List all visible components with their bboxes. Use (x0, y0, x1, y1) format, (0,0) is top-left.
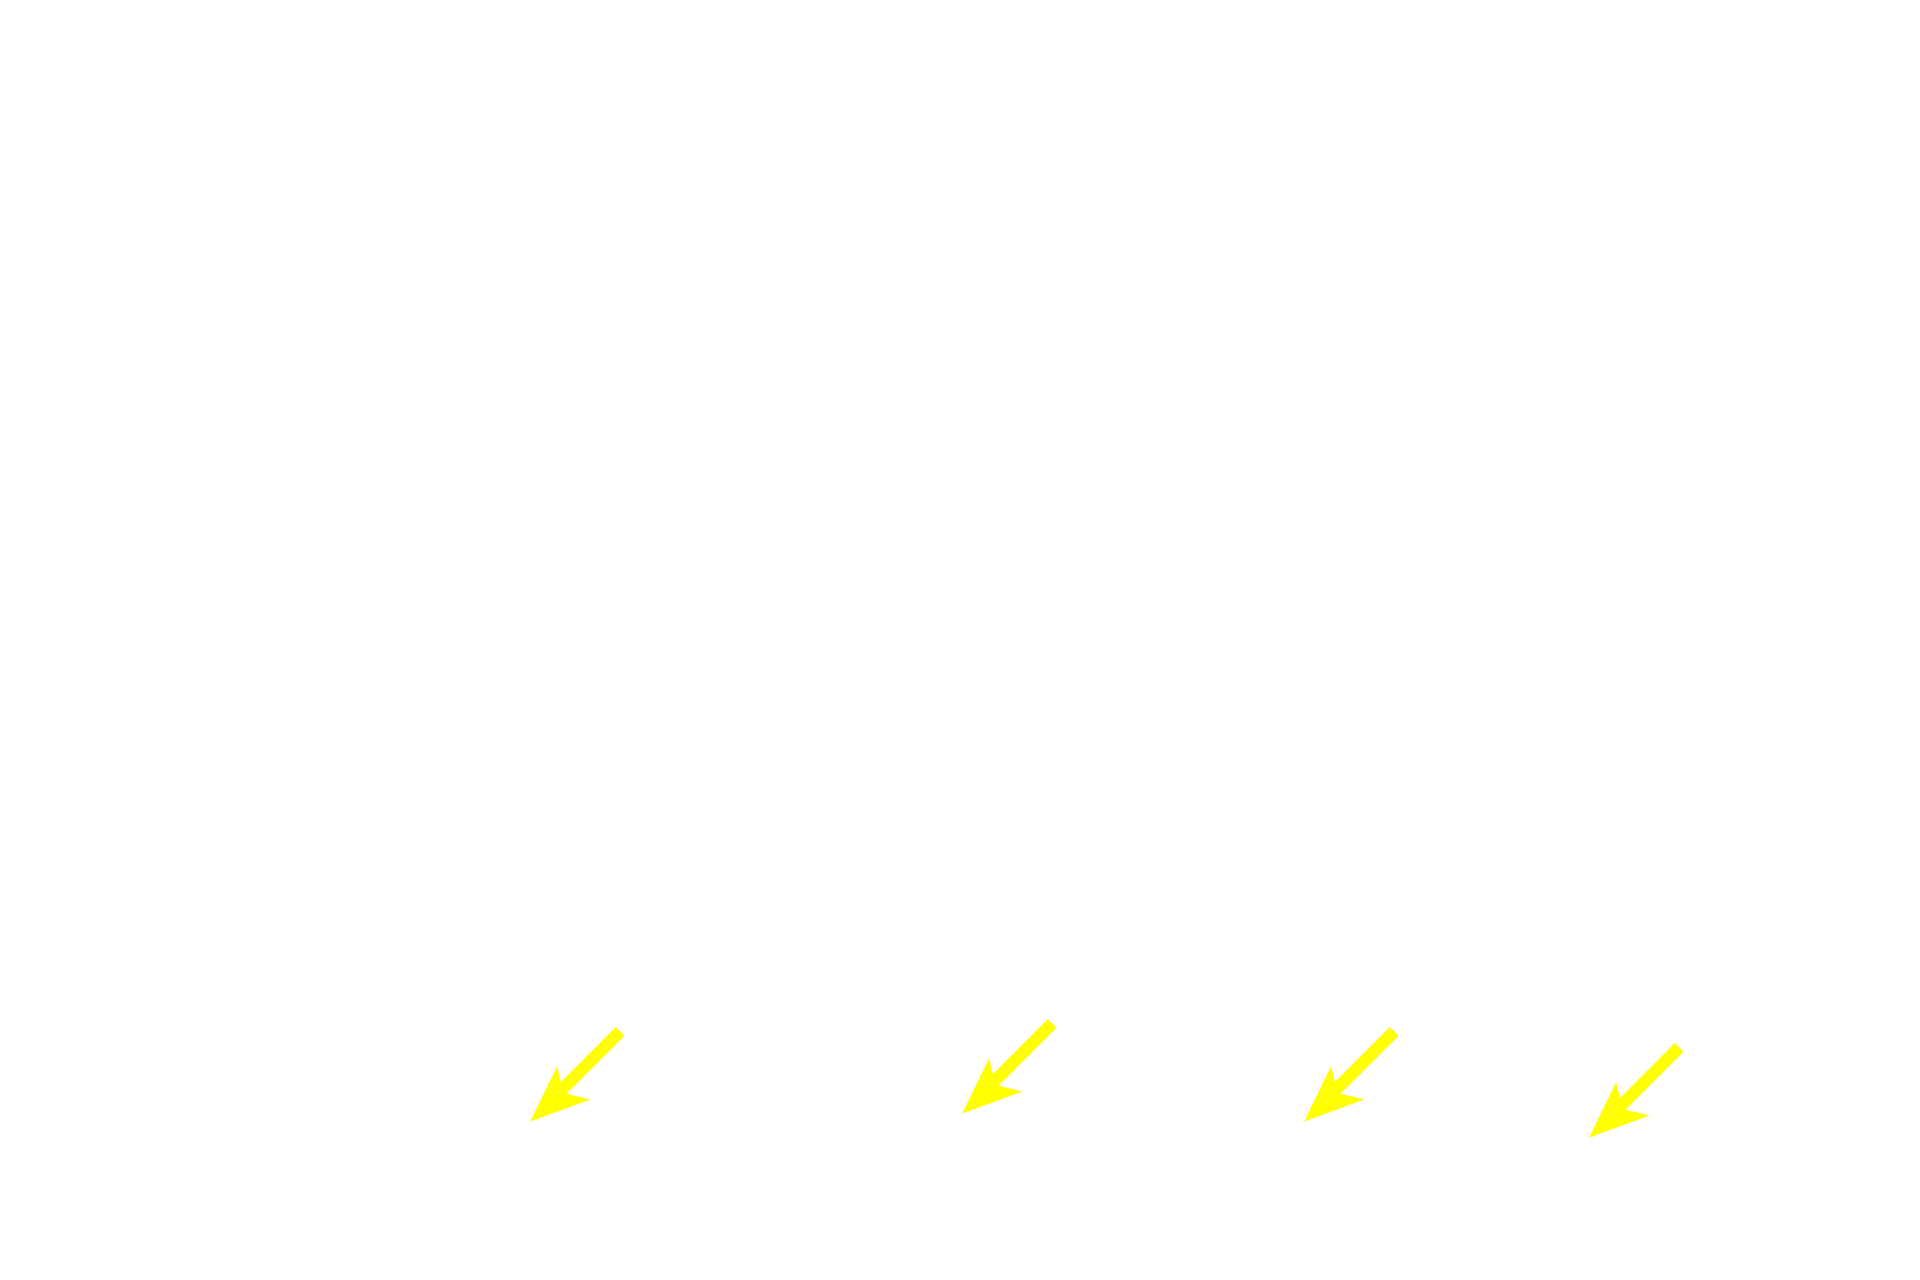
arrow-down-left-icon (1589, 1043, 1684, 1138)
arrow-down-left-icon (962, 1019, 1057, 1114)
arrow-down-left-icon (530, 1027, 625, 1122)
arrow-down-left-icon (1304, 1027, 1399, 1122)
